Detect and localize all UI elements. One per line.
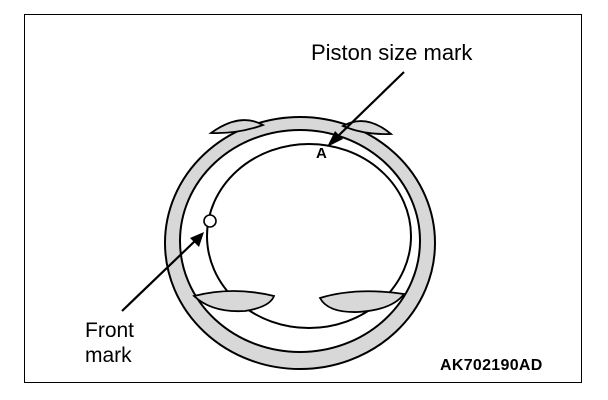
size-mark-leader-line [335, 71, 405, 139]
size-mark-arrowhead [327, 131, 343, 147]
front-mark-leader-line [121, 239, 197, 312]
valve-relief-top-left [208, 119, 266, 134]
piston-ring-band [163, 116, 437, 370]
front-mark-label-line1: Front [85, 319, 135, 342]
front-mark-label: Front mark [85, 318, 134, 368]
valve-relief-bottom-right [318, 290, 406, 313]
figure-code: AK702190AD [440, 357, 543, 374]
valve-relief-top-right [340, 120, 394, 135]
front-mark-circle [203, 214, 217, 228]
size-letter: A [316, 145, 327, 162]
front-mark-label-line2: mark [85, 344, 132, 367]
front-mark-arrowhead [190, 232, 204, 247]
piston-size-mark-label: Piston size mark [311, 40, 473, 65]
valve-relief-bottom-left [192, 290, 276, 313]
piston-crown [206, 143, 412, 329]
